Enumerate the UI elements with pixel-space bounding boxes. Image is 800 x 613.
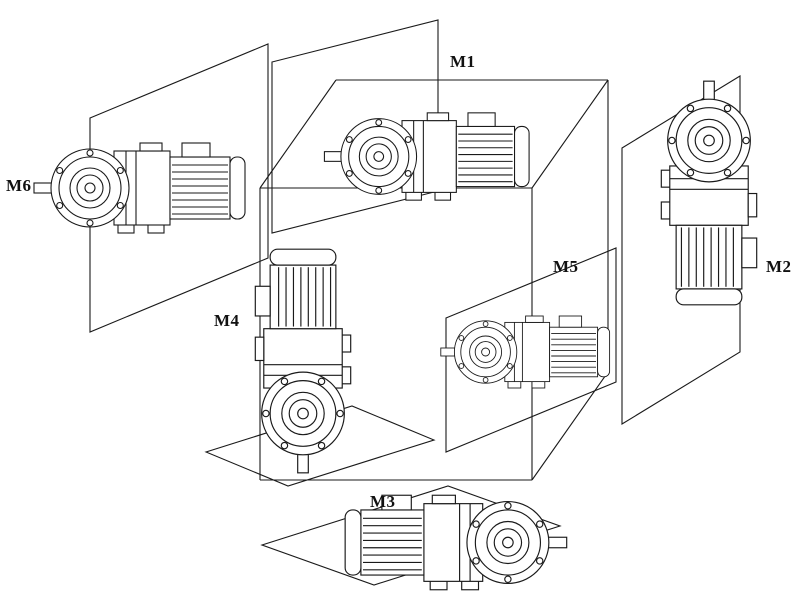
mounting-planes	[89, 19, 741, 586]
gearmotor-m4-drawing	[254, 248, 352, 474]
mounting-cube-drawing	[259, 79, 609, 481]
mounting-plane-m5	[445, 247, 617, 453]
gearmotor-m1-drawing	[323, 112, 530, 201]
label-m6: M6	[6, 176, 32, 195]
label-m4: M4	[214, 311, 240, 330]
mounting-plane-m6	[89, 43, 269, 333]
gearmotor-m5-drawing	[440, 315, 611, 389]
label-m1: M1	[450, 52, 476, 71]
mounting-plane-m1	[271, 19, 439, 234]
label-m2: M2	[766, 257, 792, 276]
label-m5: M5	[553, 257, 579, 276]
gearmotor-m6-drawing	[33, 142, 246, 234]
label-m3: M3	[370, 492, 396, 511]
